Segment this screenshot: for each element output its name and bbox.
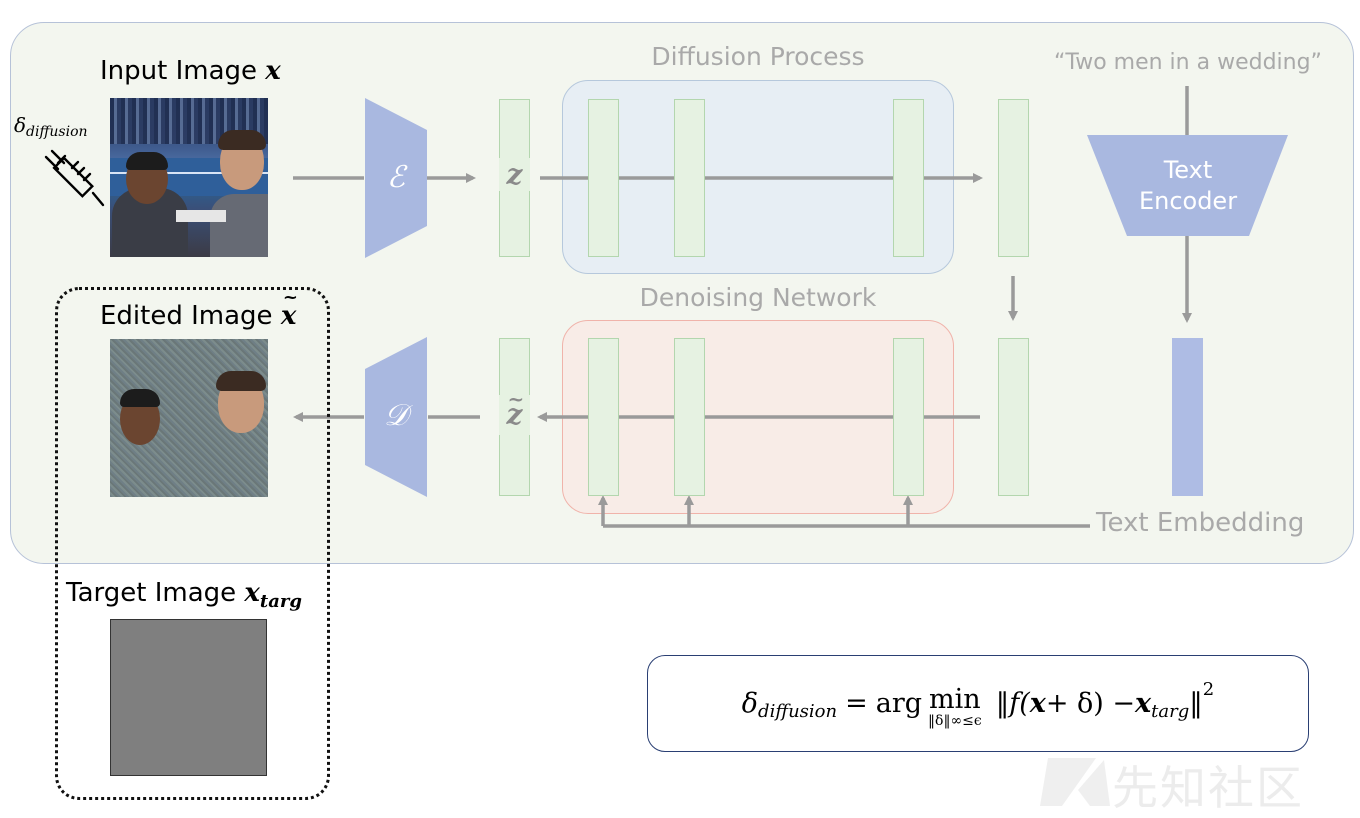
diffusion-process-title: Diffusion Process: [651, 42, 865, 71]
objective-formula-box: [647, 655, 1309, 752]
person-left-hair: [126, 152, 168, 170]
denoise-input-bar: [998, 338, 1029, 496]
text-encoder-label: Text Encoder: [1138, 156, 1238, 215]
denoise-step-bar-3: [893, 338, 924, 496]
court-line: [110, 172, 268, 174]
output-target-dashed-box: [55, 287, 330, 800]
denoise-step-bar-1: [588, 338, 619, 496]
encoder-symbol: ℰ: [386, 160, 406, 195]
text-prompt: “Two men in a wedding”: [1054, 50, 1322, 75]
barrier: [176, 210, 226, 222]
text-embedding-label: Text Embedding: [1096, 508, 1305, 538]
watermark-logo: [1040, 758, 1110, 806]
person-right-hair: [218, 130, 266, 150]
latent-z-label: z: [499, 158, 530, 191]
edited-image-title: Edited Image x ~: [100, 287, 298, 331]
edited-hair-left: [120, 389, 160, 407]
syringe-icon: [44, 149, 105, 207]
input-image: [110, 98, 268, 257]
decoder-symbol: 𝒟: [384, 398, 408, 433]
input-image-title: Input Image x: [100, 56, 281, 86]
diffusion-step-bar-1: [588, 99, 619, 257]
watermark-text: 先知社区: [1112, 761, 1304, 815]
decoder-block: [365, 337, 427, 497]
delta-diffusion-label: δdiffusion: [14, 113, 88, 140]
target-image: [110, 619, 267, 776]
text-embedding-bar: [1172, 338, 1203, 496]
encoder-block: [365, 98, 427, 258]
edited-hair-right: [216, 371, 266, 391]
denoise-step-bar-2: [674, 338, 705, 496]
edited-image: [110, 339, 268, 497]
latent-z-tilde-label: z ~: [499, 387, 530, 435]
target-image-title: Target Image xtarg: [66, 578, 302, 612]
diffusion-step-bar-3: [893, 99, 924, 257]
person-right-body: [210, 194, 268, 257]
text-encoder-block: [1087, 135, 1288, 236]
noisy-latent-bar: [998, 99, 1029, 257]
denoising-network-title: Denoising Network: [639, 283, 877, 312]
diffusion-step-bar-2: [674, 99, 705, 257]
